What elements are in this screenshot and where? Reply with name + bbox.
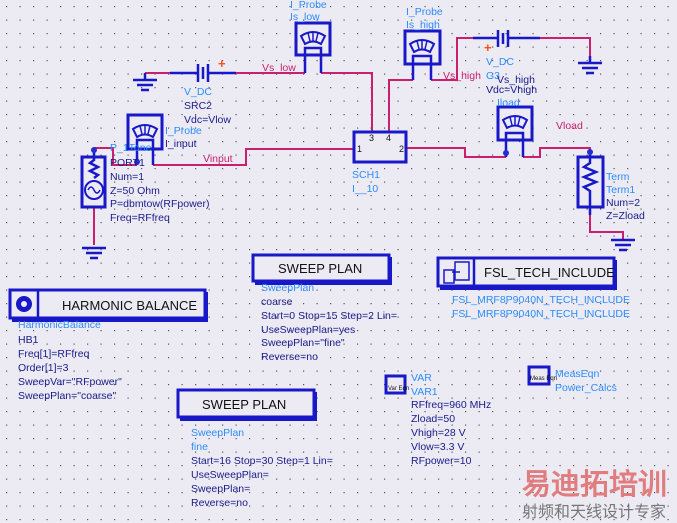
plus-icon: + bbox=[218, 56, 226, 71]
sweep-param: UseSweepPlan=yes bbox=[261, 324, 355, 336]
var-type: VAR bbox=[411, 372, 432, 384]
probe-is-high[interactable]: I_Probe Is_high bbox=[403, 6, 443, 80]
include-file-icon bbox=[443, 261, 470, 284]
port1-labels: P_1Tone PORT1 Num=1 Z=50 Ohm P=dbmtow(RF… bbox=[110, 142, 210, 224]
hb-param: SweepVar="RFpower" bbox=[18, 376, 122, 388]
sch1-name: SCH1 bbox=[352, 169, 380, 181]
sweep-plan-fine[interactable]: SWEEP PLAN SweepPlan fine Start=16 Stop=… bbox=[176, 388, 333, 509]
tech-line: FSL_MRF8P9040N_TECH_INCLUDE bbox=[452, 308, 630, 320]
net-label-vinput: Vinput bbox=[203, 153, 233, 165]
src2-param: Vdc=Vlow bbox=[184, 114, 231, 126]
port1[interactable] bbox=[80, 147, 108, 260]
port-param: Freq=RFfreq bbox=[110, 212, 170, 224]
probe-name: I_input bbox=[165, 138, 197, 150]
sweep-param: SweepPlan= bbox=[191, 483, 250, 495]
hb-type: HarmonicBalance bbox=[18, 319, 101, 331]
harmonic-balance-controller[interactable]: HARMONIC BALANCE HarmonicBalance HB1 Fre… bbox=[8, 288, 208, 402]
probe-name: Is_low bbox=[290, 11, 320, 23]
tech-title: FSL_TECH_INCLUDE bbox=[484, 265, 615, 280]
sweep-type: SweepPlan bbox=[191, 427, 244, 439]
pin-4: 4 bbox=[386, 133, 391, 143]
var-eqn-icon: Var Eqn bbox=[388, 386, 409, 392]
var-param: RFfreq=960 MHz bbox=[411, 399, 491, 411]
vdc-src2[interactable]: + V_DC SRC2 Vdc=Vlow bbox=[131, 56, 236, 126]
term1[interactable]: Term Term1 Num=2 Z=Zload bbox=[576, 149, 645, 252]
var-name: VAR1 bbox=[411, 386, 438, 398]
wires bbox=[93, 37, 624, 245]
term-param: Z=Zload bbox=[606, 210, 645, 222]
sweep-param: UseSweepPlan= bbox=[191, 469, 269, 481]
overlapping-label: Vs_high bbox=[497, 74, 535, 86]
port-param: P=dbmtow(RFpower) bbox=[110, 198, 210, 210]
probe-i-input[interactable]: I_Probe I_input bbox=[126, 113, 202, 165]
src3-name: G3 bbox=[486, 70, 500, 82]
sweep-title: SWEEP PLAN bbox=[278, 261, 362, 276]
plus-icon: + bbox=[484, 40, 492, 55]
port-type: P_1Tone bbox=[110, 142, 152, 154]
probe-name: Is_high bbox=[406, 19, 440, 31]
probe-type: I_Probe bbox=[406, 6, 443, 18]
probe-type: I_Probe bbox=[165, 125, 202, 137]
probe-name: Iload bbox=[497, 97, 520, 109]
meas-type: MeasEqn bbox=[555, 368, 600, 380]
hb-param: Freq[1]=RFfreq bbox=[18, 348, 90, 360]
meas-eqn-icon: Meas Eqn bbox=[530, 376, 557, 382]
term-param: Num=2 bbox=[606, 197, 640, 209]
tech-include[interactable]: FSL_TECH_INCLUDE FSL_MRF8P9040N_TECH_INC… bbox=[436, 256, 630, 320]
probe-type: I_Probe bbox=[290, 0, 327, 11]
src2-name: SRC2 bbox=[184, 100, 212, 112]
hb-param: Order[1]=3 bbox=[18, 362, 69, 374]
sweep-plan-coarse[interactable]: SWEEP PLAN SweepPlan coarse Start=0 Stop… bbox=[251, 253, 397, 363]
tech-line: FSL_MRF8P9040N_TECH_INCLUDE bbox=[452, 294, 630, 306]
vdc-g3[interactable]: + V_DC G3 Vs_high Vdc=Vhigh bbox=[473, 30, 604, 96]
hb-title: HARMONIC BALANCE bbox=[62, 298, 197, 313]
probe-is-low[interactable]: I_Probe Is_low bbox=[290, 0, 332, 73]
sweep-param: SweepPlan="fine" bbox=[261, 337, 345, 349]
sweep-name: fine bbox=[191, 441, 208, 453]
sweep-param: Reverse=no bbox=[261, 351, 318, 363]
sch1-model: I__10 bbox=[352, 183, 378, 195]
subcircuit-sch1[interactable]: 1 2 3 4 SCH1 I__10 bbox=[352, 130, 408, 195]
sweep-param: Start=0 Stop=15 Step=2 Lin= bbox=[261, 310, 397, 322]
hb-name: HB1 bbox=[18, 334, 39, 346]
sweep-param: Reverse=no bbox=[191, 497, 248, 509]
sweep-title: SWEEP PLAN bbox=[202, 397, 286, 412]
var-param: Vhigh=28 V bbox=[411, 427, 466, 439]
var-param: Zload=50 bbox=[411, 413, 455, 425]
pin-1: 1 bbox=[357, 144, 362, 154]
src3-type: V_DC bbox=[486, 56, 514, 68]
var-equation[interactable]: Var Eqn VAR VAR1 RFfreq=960 MHz Zload=50… bbox=[384, 372, 491, 467]
meas-name: Power_Calcs bbox=[555, 382, 617, 394]
pin-3: 3 bbox=[369, 133, 374, 143]
port-param: Z=50 Ohm bbox=[110, 185, 160, 197]
probe-iload[interactable]: Iload bbox=[496, 97, 534, 157]
port-param: Num=1 bbox=[110, 171, 144, 183]
sweep-param: Start=16 Stop=30 Step=1 Lin= bbox=[191, 455, 333, 467]
sweep-type: SweepPlan bbox=[261, 282, 314, 294]
hb-param: SweepPlan="coarse" bbox=[18, 390, 116, 402]
src2-type: V_DC bbox=[184, 86, 212, 98]
net-label-vs-high: Vs_high bbox=[443, 70, 481, 82]
var-param: RFpower=10 bbox=[411, 455, 472, 467]
sweep-name: coarse bbox=[261, 296, 293, 308]
src3-param: Vdc=Vhigh bbox=[486, 84, 537, 96]
meas-equation[interactable]: Meas Eqn MeasEqn Power_Calcs bbox=[527, 365, 617, 394]
net-label-vs-low: Vs_low bbox=[262, 62, 296, 74]
watermark-main: 易迪拓培训 bbox=[522, 467, 667, 501]
var-param: Vlow=3.3 V bbox=[411, 441, 464, 453]
net-label-vload: Vload bbox=[556, 120, 583, 132]
pin-2: 2 bbox=[399, 144, 404, 154]
watermark-sub: 射频和天线设计专家 bbox=[522, 503, 666, 521]
harmonic-balance-icon bbox=[16, 296, 32, 312]
port-name: PORT1 bbox=[110, 157, 145, 169]
term-type: Term bbox=[606, 171, 630, 183]
watermark: 易迪拓培训 射频和天线设计专家 bbox=[522, 467, 667, 521]
term-name: Term1 bbox=[606, 184, 635, 196]
